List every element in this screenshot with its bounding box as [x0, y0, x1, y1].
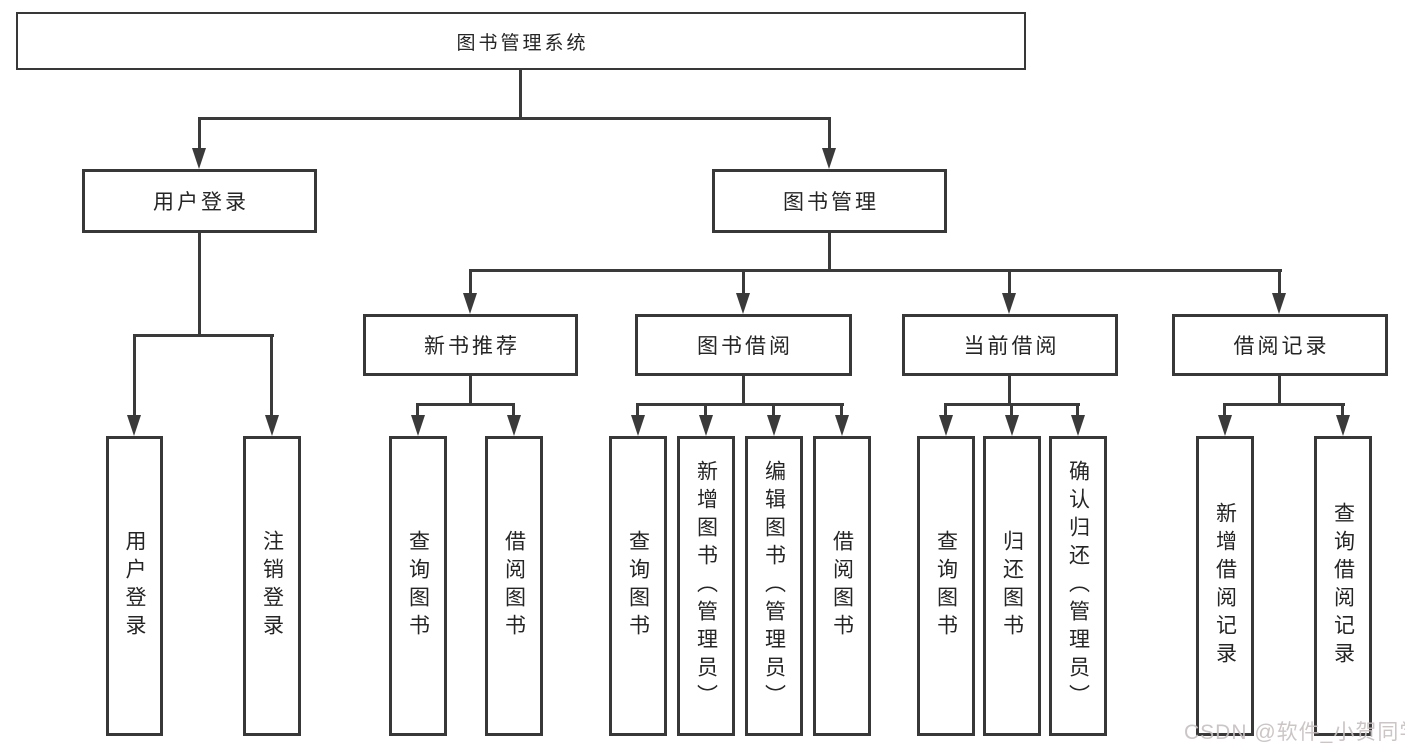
- connector-line: [704, 403, 707, 419]
- connector-line: [270, 334, 273, 418]
- connector-line: [416, 403, 515, 406]
- connector-line: [1341, 403, 1344, 419]
- connector-line: [469, 269, 472, 296]
- arrowhead-down-icon: [699, 415, 713, 436]
- arrowhead-down-icon: [939, 415, 953, 436]
- arrowhead-down-icon: [1005, 415, 1019, 436]
- connector-line: [416, 403, 419, 419]
- arrowhead-down-icon: [127, 415, 141, 436]
- node-label: 查询图书: [934, 530, 958, 642]
- connector-line: [133, 334, 136, 418]
- arrowhead-down-icon: [1218, 415, 1232, 436]
- arrowhead-down-icon: [1071, 415, 1085, 436]
- leaf-borrow-books-2: 借阅图书: [813, 436, 871, 736]
- node-book-management: 图书管理: [712, 169, 947, 233]
- node-label: 编辑图书（管理员）: [762, 460, 786, 712]
- arrowhead-down-icon: [192, 148, 206, 169]
- node-label: 新增图书（管理员）: [694, 460, 718, 712]
- node-label: 借阅记录: [1233, 335, 1330, 358]
- leaf-query-books-2: 查询图书: [609, 436, 667, 736]
- arrowhead-down-icon: [463, 293, 477, 314]
- connector-line: [469, 269, 1282, 272]
- node-label: 图书管理系统: [456, 32, 589, 54]
- node-new-book-recommend: 新书推荐: [363, 314, 578, 376]
- connector-line: [828, 117, 831, 150]
- csdn-watermark: CSDN @软件_小贺同学: [1184, 721, 1405, 744]
- node-label: 当前借阅: [963, 335, 1060, 358]
- arrowhead-down-icon: [631, 415, 645, 436]
- connector-line: [636, 403, 639, 419]
- node-label: 新增借阅记录: [1213, 502, 1237, 670]
- connector-line: [1278, 269, 1281, 296]
- connector-line: [742, 269, 745, 296]
- node-label: 用户登录: [123, 530, 146, 642]
- node-label: 查询借阅记录: [1331, 502, 1355, 670]
- connector-line: [944, 403, 947, 419]
- connector-line: [636, 403, 844, 406]
- leaf-return-book: 归还图书: [983, 436, 1041, 736]
- connector-line: [469, 376, 472, 406]
- leaf-add-book-admin: 新增图书（管理员）: [677, 436, 735, 736]
- node-label: 用户登录: [153, 191, 249, 214]
- arrowhead-down-icon: [767, 415, 781, 436]
- connector-line: [1278, 376, 1281, 406]
- node-label: 归还图书: [1000, 530, 1024, 642]
- leaf-confirm-return-admin: 确认归还（管理员）: [1049, 436, 1107, 736]
- connector-line: [133, 334, 274, 337]
- node-label: 图书管理: [783, 191, 879, 214]
- leaf-borrow-books-1: 借阅图书: [485, 436, 543, 736]
- node-root: 图书管理系统: [16, 12, 1026, 70]
- arrowhead-down-icon: [1002, 293, 1016, 314]
- leaf-query-books-3: 查询图书: [917, 436, 975, 736]
- leaf-query-books-1: 查询图书: [389, 436, 447, 736]
- node-label: 图书借阅: [697, 335, 793, 358]
- node-book-borrow: 图书借阅: [635, 314, 852, 376]
- connector-line: [1223, 403, 1345, 406]
- node-label: 查询图书: [406, 530, 430, 642]
- arrowhead-down-icon: [411, 415, 425, 436]
- connector-line: [512, 403, 515, 419]
- connector-line: [1076, 403, 1079, 419]
- connector-line: [1010, 403, 1013, 419]
- connector-line: [742, 376, 745, 406]
- connector-line: [772, 403, 775, 419]
- connector-line: [1008, 269, 1011, 296]
- arrowhead-down-icon: [507, 415, 521, 436]
- connector-line: [198, 117, 201, 150]
- connector-line: [198, 117, 831, 120]
- connector-line: [519, 70, 522, 120]
- arrowhead-down-icon: [1336, 415, 1350, 436]
- node-label: 注销登录: [260, 530, 284, 642]
- arrowhead-down-icon: [835, 415, 849, 436]
- connector-line: [840, 403, 843, 419]
- connector-line: [198, 233, 201, 337]
- arrowhead-down-icon: [265, 415, 279, 436]
- leaf-logout: 注销登录: [243, 436, 301, 736]
- node-label: 查询图书: [626, 530, 650, 642]
- leaf-edit-book-admin: 编辑图书（管理员）: [745, 436, 803, 736]
- node-borrow-records: 借阅记录: [1172, 314, 1388, 376]
- node-label: 借阅图书: [830, 530, 854, 642]
- node-current-borrow: 当前借阅: [902, 314, 1118, 376]
- arrowhead-down-icon: [1272, 293, 1286, 314]
- leaf-user-login: 用户登录: [106, 436, 163, 736]
- leaf-add-borrow-record: 新增借阅记录: [1196, 436, 1254, 736]
- arrowhead-down-icon: [822, 148, 836, 169]
- node-label: 借阅图书: [502, 530, 526, 642]
- node-label: 新书推荐: [424, 335, 520, 358]
- leaf-query-borrow-record: 查询借阅记录: [1314, 436, 1372, 736]
- node-user-login: 用户登录: [82, 169, 317, 233]
- arrowhead-down-icon: [736, 293, 750, 314]
- connector-line: [1008, 376, 1011, 406]
- connector-line: [1223, 403, 1226, 419]
- connector-line: [828, 233, 831, 272]
- node-label: 确认归还（管理员）: [1066, 460, 1090, 712]
